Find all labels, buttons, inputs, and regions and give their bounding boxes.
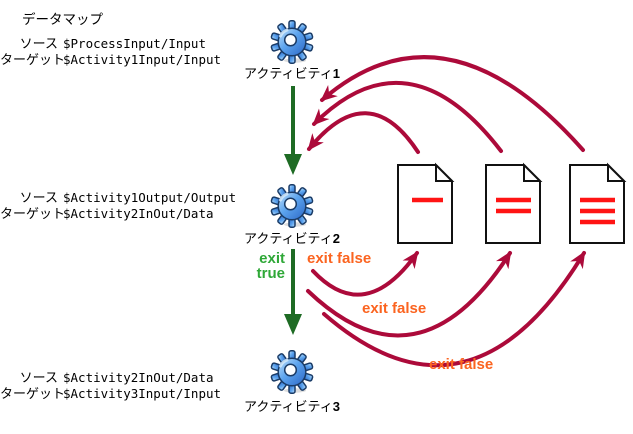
source-value: $Activity2InOut/Data: [63, 370, 214, 385]
exit-false-label-1: exit false: [307, 250, 372, 267]
source-value: $Activity1Output/Output: [63, 190, 237, 205]
source-value: $ProcessInput/Input: [63, 36, 206, 51]
target-label: ターゲット: [0, 385, 66, 401]
activity3-number: 3: [332, 399, 341, 414]
exit-false-curve-doc2: [306, 251, 512, 338]
loopback-curves: [307, 55, 585, 154]
datamap-activity2: ソース $Activity1Output/Output ターゲット $Activ…: [0, 190, 236, 221]
activity1-number: 1: [332, 66, 341, 81]
exit-false-curves: [306, 250, 586, 368]
target-value: $Activity3Input/Input: [63, 385, 222, 401]
target-label: ターゲット: [0, 205, 66, 221]
exit-false-label-3: exit false: [429, 356, 494, 373]
activity2-number: 2: [332, 231, 341, 246]
activity1-label: アクティビティ1: [237, 63, 347, 82]
exit-false-curve-doc3: [322, 250, 586, 368]
datamap-activity1: ソース $ProcessInput/Input ターゲット $Activity1…: [0, 36, 221, 67]
transition-arrow-activity1-to-activity2: [284, 86, 302, 175]
target-value: $Activity2InOut/Data: [63, 205, 214, 221]
activity1-name: アクティビティ: [243, 66, 333, 81]
target-label: ターゲット: [0, 51, 66, 67]
exit-true-line2: true: [256, 265, 285, 282]
activity-gear-icon: [270, 184, 314, 228]
source-label: ソース: [19, 36, 58, 51]
loopback-curve-doc2: [312, 80, 503, 153]
activity3-name: アクティビティ: [243, 399, 333, 414]
exit-false-label-2: exit false: [362, 300, 427, 317]
document-3-lines-icon: [569, 162, 627, 244]
page-title: データマップ: [22, 12, 103, 27]
activity3-label: アクティビティ3: [237, 396, 347, 415]
activity-gear-icon: [270, 350, 314, 394]
exit-true-line1: exit: [259, 250, 285, 267]
exit-false-curve-doc1: [311, 251, 419, 297]
exit-true-label: exit true: [228, 251, 285, 281]
loopback-curve-doc1: [307, 111, 420, 154]
activity-gear-icon: [270, 20, 314, 64]
transition-arrow-activity2-to-activity3: [284, 249, 302, 335]
loopback-curve-doc3: [320, 55, 585, 152]
document-2-lines-icon: [485, 162, 543, 244]
source-label: ソース: [19, 190, 58, 205]
activity2-name: アクティビティ: [243, 231, 333, 246]
activity2-label: アクティビティ2: [237, 228, 347, 247]
source-label: ソース: [19, 370, 58, 385]
target-value: $Activity1Input/Input: [63, 51, 222, 67]
document-1-line-icon: [397, 162, 455, 244]
datamap-activity3: ソース $Activity2InOut/Data ターゲット $Activity…: [0, 370, 221, 401]
